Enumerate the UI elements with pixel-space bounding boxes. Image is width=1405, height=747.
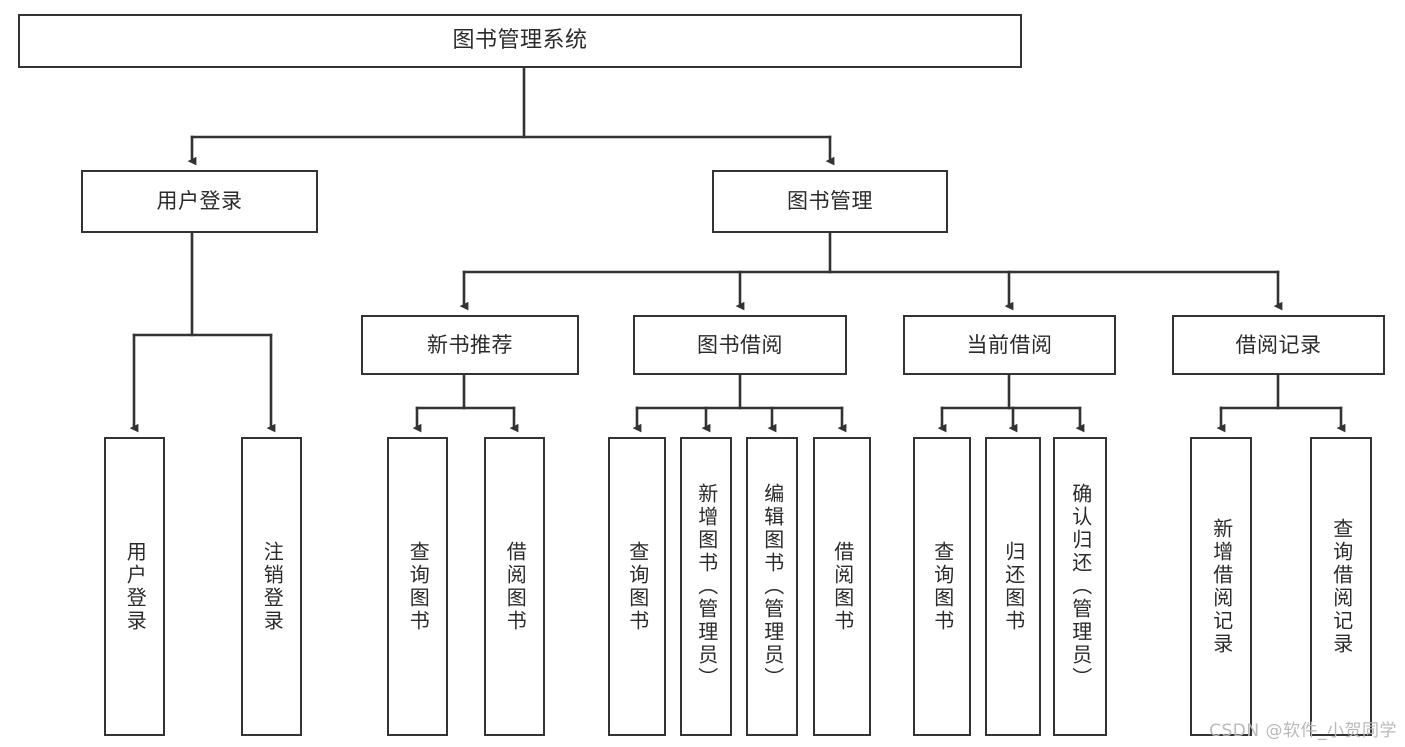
connector-lines — [129, 66, 1346, 433]
node-book-manage[interactable]: 图书管理 — [712, 170, 948, 233]
node-label: 新增图书（管理员） — [694, 483, 719, 690]
node-label: 编辑图书（管理员） — [760, 483, 785, 690]
node-label: 用户登录 — [123, 540, 148, 633]
node-label: 归还图书 — [1001, 540, 1026, 633]
node-leaf-add-book-admin[interactable]: 新增图书（管理员） — [680, 437, 732, 736]
node-leaf-query-book-recommend[interactable]: 查询图书 — [387, 437, 448, 736]
node-label: 确认归还（管理员） — [1068, 483, 1093, 690]
node-new-book-recommend[interactable]: 新书推荐 — [361, 315, 579, 375]
node-label: 图书管理系统 — [452, 28, 588, 54]
node-leaf-query-book-borrow[interactable]: 查询图书 — [608, 437, 666, 736]
node-book-borrow[interactable]: 图书借阅 — [633, 315, 847, 375]
node-label: 新增借阅记录 — [1209, 517, 1234, 656]
node-label: 图书借阅 — [697, 332, 783, 357]
node-label: 借阅图书 — [503, 540, 528, 633]
node-root[interactable]: 图书管理系统 — [18, 14, 1022, 68]
node-label: 借阅图书 — [830, 540, 855, 633]
node-leaf-add-borrow-record[interactable]: 新增借阅记录 — [1190, 437, 1252, 736]
node-leaf-borrow-book-borrow[interactable]: 借阅图书 — [813, 437, 871, 736]
node-leaf-user-logout[interactable]: 注销登录 — [241, 437, 302, 736]
node-leaf-confirm-return-admin[interactable]: 确认归还（管理员） — [1053, 437, 1107, 736]
node-label: 查询借阅记录 — [1329, 517, 1354, 656]
node-label: 借阅记录 — [1235, 332, 1322, 357]
node-leaf-borrow-book-recommend[interactable]: 借阅图书 — [484, 437, 545, 736]
node-label: 注销登录 — [260, 540, 285, 633]
node-leaf-user-login[interactable]: 用户登录 — [104, 437, 165, 736]
node-label: 查询图书 — [406, 540, 431, 633]
node-label: 图书管理 — [787, 189, 873, 214]
node-leaf-return-book[interactable]: 归还图书 — [985, 437, 1041, 736]
node-label: 新书推荐 — [427, 332, 513, 357]
node-label: 查询图书 — [625, 540, 650, 633]
node-leaf-edit-book-admin[interactable]: 编辑图书（管理员） — [746, 437, 798, 736]
node-label: 查询图书 — [930, 540, 955, 633]
node-label: 当前借阅 — [966, 332, 1053, 357]
node-leaf-query-book-current[interactable]: 查询图书 — [913, 437, 971, 736]
node-borrow-record[interactable]: 借阅记录 — [1172, 315, 1385, 375]
node-current-borrow[interactable]: 当前借阅 — [903, 315, 1116, 375]
node-label: 用户登录 — [156, 189, 243, 214]
node-user-login[interactable]: 用户登录 — [81, 170, 318, 233]
node-leaf-query-borrow-record[interactable]: 查询借阅记录 — [1310, 437, 1372, 736]
